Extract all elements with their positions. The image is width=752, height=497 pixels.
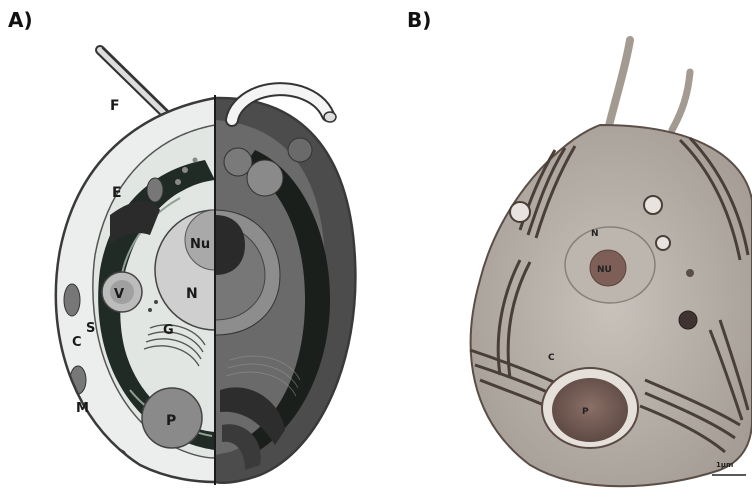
label-pyrenoid: P	[166, 413, 176, 429]
label-flagellum: F	[110, 98, 120, 114]
micrograph-flagella	[608, 40, 690, 130]
micrograph-label-nucleus: N	[591, 229, 599, 239]
electron-micrograph: N NU C P 1µm	[470, 40, 752, 486]
label-mitochondrion: M	[76, 401, 89, 416]
micrograph-pyrenoid	[552, 378, 628, 442]
label-starch: S	[86, 321, 95, 336]
micrograph-label-nucleolus: NU	[597, 265, 612, 275]
label-nucleolus: Nu	[190, 237, 210, 252]
micrograph-label-chloroplast: C	[548, 353, 555, 363]
label-eyespot: E	[112, 185, 122, 201]
cell-diagram: F E Nu N V S C G M P	[40, 48, 365, 490]
cell-right-half	[215, 90, 365, 490]
label-golgi: G	[163, 323, 174, 338]
label-vacuole: V	[114, 287, 124, 302]
micrograph-label-pyrenoid: P	[582, 407, 589, 417]
label-chloroplast: C	[72, 335, 82, 350]
label-nucleus: N	[186, 286, 198, 302]
scale-bar-label: 1µm	[716, 461, 733, 469]
